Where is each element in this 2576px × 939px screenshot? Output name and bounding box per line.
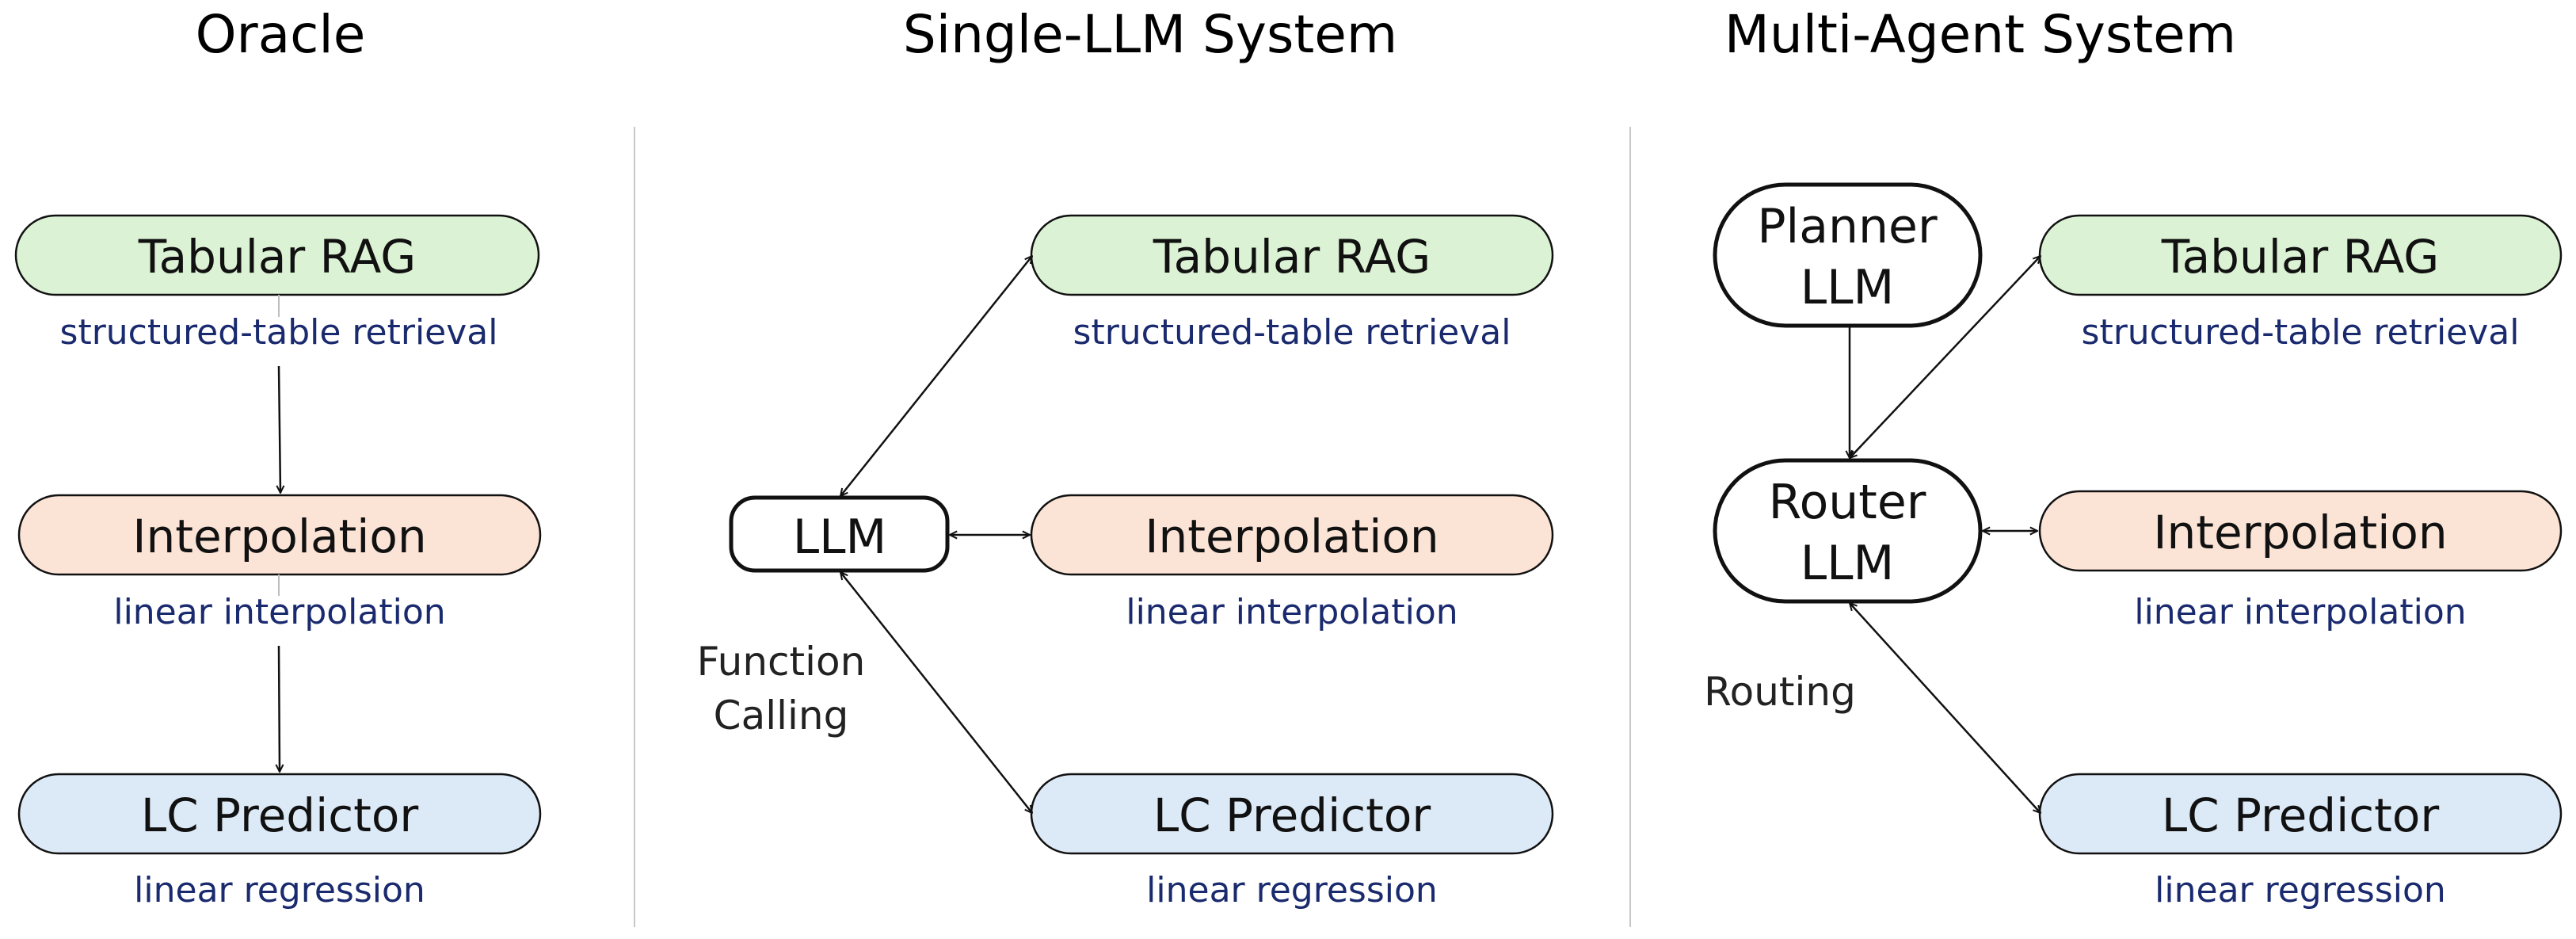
multi-arrow-router-predictor <box>1850 603 2041 813</box>
oracle-tabular-rag-label: Tabular RAG <box>138 230 416 284</box>
oracle-lc-predictor-sub: linear regression <box>134 870 425 910</box>
multi-agent-panel: Planner LLM Router LLM Routing Tabular R… <box>1704 182 2563 910</box>
single-llm-panel-title: Single-LLM System <box>903 4 1397 65</box>
multi-agent-panel-title: Multi-Agent System <box>1724 4 2236 65</box>
oracle-panel: Tabular RAG structured-table retrieval I… <box>14 214 542 910</box>
planner-llm-label-line1: Planner <box>1757 199 1938 254</box>
multi-lc-predictor-sub: linear regression <box>2155 870 2446 910</box>
multi-arrow-router-rag <box>1850 256 2041 458</box>
single-lc-predictor-sub: linear regression <box>1146 870 1438 910</box>
multi-lc-predictor-label: LC Predictor <box>2162 788 2440 842</box>
single-tabular-rag-label: Tabular RAG <box>1153 230 1431 284</box>
single-arrow-llm-rag <box>840 256 1032 496</box>
oracle-tabular-rag-sub: structured-table retrieval <box>60 312 498 353</box>
routing-note: Routing <box>1704 669 1856 715</box>
single-arrow-llm-predictor <box>840 572 1032 813</box>
single-interpolation-sub: linear interpolation <box>1126 592 1458 632</box>
function-calling-note-line2: Calling <box>714 693 849 739</box>
single-llm-panel: LLM Function Calling Tabular RAG structu… <box>697 214 1554 910</box>
single-interpolation-box <box>1030 494 1554 576</box>
planner-llm-label-line2: LLM <box>1801 260 1895 315</box>
oracle-interpolation-sub: linear interpolation <box>113 592 445 632</box>
single-llm-agent-label: LLM <box>793 510 887 565</box>
multi-interpolation-box <box>2038 490 2563 572</box>
oracle-arrow-interp-to-predictor <box>279 645 280 772</box>
multi-interpolation-sub: linear interpolation <box>2134 592 2466 632</box>
oracle-panel-title: Oracle <box>196 4 366 65</box>
single-interpolation-label: Interpolation <box>1145 510 1439 563</box>
router-llm-label-line1: Router <box>1769 475 1926 530</box>
oracle-lc-predictor-label: LC Predictor <box>141 788 419 842</box>
function-calling-note-line1: Function <box>697 639 866 685</box>
multi-tabular-rag-sub: structured-table retrieval <box>2082 312 2520 353</box>
router-llm-label-line2: LLM <box>1801 536 1895 591</box>
single-llm-agent-box <box>729 495 950 573</box>
multi-tabular-rag-label: Tabular RAG <box>2161 230 2439 284</box>
single-lc-predictor-label: LC Predictor <box>1153 788 1431 842</box>
single-tabular-rag-sub: structured-table retrieval <box>1073 312 1511 353</box>
oracle-interpolation-label: Interpolation <box>132 510 426 563</box>
oracle-arrow-rag-to-interp <box>279 365 280 493</box>
router-llm-box <box>1713 458 1983 604</box>
oracle-lc-predictor-box <box>17 773 542 855</box>
multi-interpolation-label: Interpolation <box>2153 506 2447 559</box>
oracle-tabular-rag-box <box>14 214 540 296</box>
